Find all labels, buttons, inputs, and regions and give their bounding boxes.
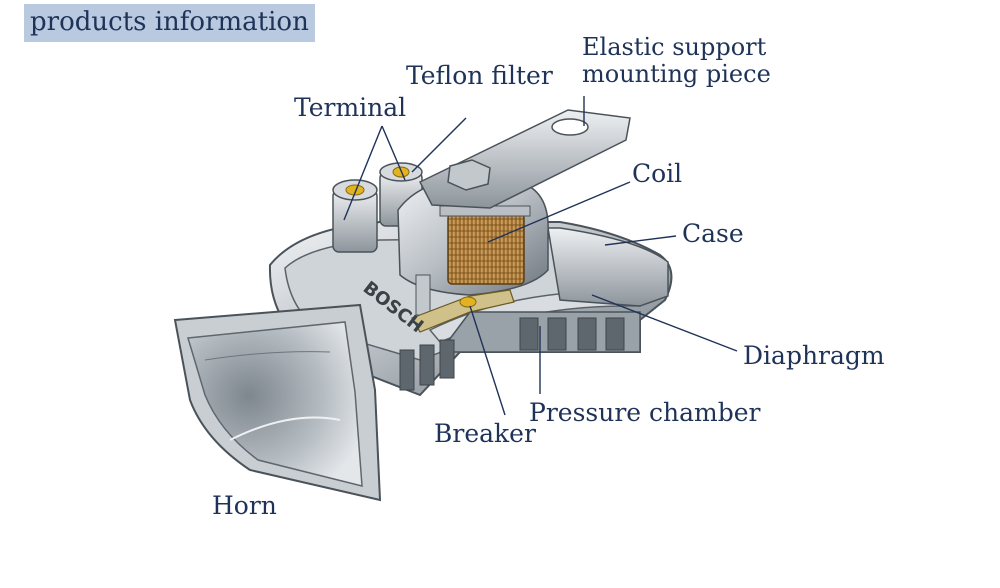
leader-terminal-b <box>381 125 406 181</box>
label-elastic-line1: Elastic support <box>582 33 767 61</box>
label-pressure-chamber: Pressure chamber <box>529 398 761 427</box>
label-terminal: Terminal <box>294 93 407 122</box>
header-tag: products information <box>24 4 315 42</box>
label-coil: Coil <box>632 159 683 188</box>
label-elastic-line2: mounting piece <box>582 60 771 88</box>
leader-breaker <box>469 305 506 416</box>
label-diaphragm: Diaphragm <box>743 341 885 370</box>
bolt-nut <box>447 159 491 191</box>
label-case: Case <box>682 219 744 248</box>
coil-winding <box>447 213 525 285</box>
leader-coil <box>487 181 631 243</box>
pressure-chamber-slots <box>399 317 625 391</box>
breaker-assembly <box>411 274 515 333</box>
label-horn: Horn <box>212 491 277 520</box>
mounting-bracket <box>418 109 631 209</box>
leader-case <box>604 235 677 246</box>
leader-lines <box>343 96 738 416</box>
leader-teflon <box>411 117 467 173</box>
leader-diaphragm <box>591 294 738 352</box>
horn-trumpet <box>173 303 382 502</box>
label-teflon-filter: Teflon filter <box>406 61 553 90</box>
case-side-wall <box>547 227 669 307</box>
label-elastic-support: Elastic support mounting piece <box>582 34 771 88</box>
label-breaker: Breaker <box>434 419 536 448</box>
coil-housing <box>397 177 549 296</box>
leader-terminal-a <box>343 125 383 221</box>
